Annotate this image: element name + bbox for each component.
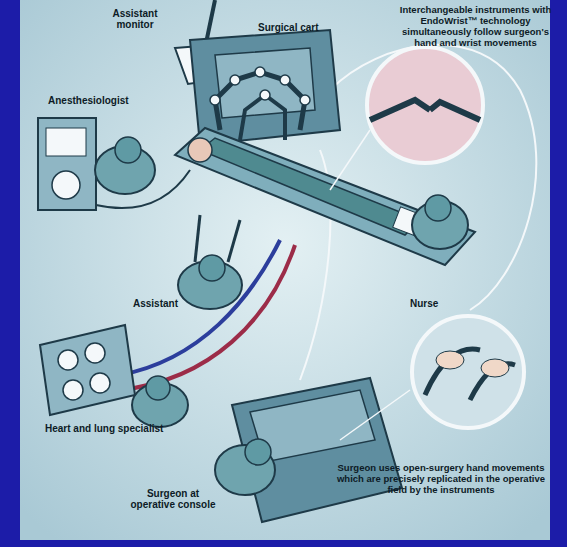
endowrist-instruments [370,100,480,120]
part-label: Assistant monitor [100,8,170,30]
assistant-head [199,255,225,281]
part-label: Assistant [133,298,213,309]
surgeon-head [245,439,271,465]
part-label: Surgeon uses open-surgery hand movements… [328,462,554,495]
operative-console [232,378,402,522]
anesthesia-machine [38,118,96,210]
heart-lung-machine [40,325,135,415]
hand-closeup [412,316,524,428]
specialist-head [146,376,170,400]
patient [200,138,420,235]
pump-heads [58,343,110,400]
arm-joints [210,67,310,105]
part-label: Interchangeable instruments with EndoWri… [398,4,553,48]
hand [481,359,509,377]
part-label: Nurse [410,298,470,309]
anesthesiologist-head [115,137,141,163]
instrument-closeup [367,47,483,163]
assistant-arm [195,215,200,262]
part-label: Surgical cart [258,22,358,33]
part-label: Surgeon at operative console [128,488,218,510]
leader-line [340,390,410,440]
arterial-tube [120,245,295,390]
venous-tube [120,240,280,375]
nurse-head [425,195,451,221]
hand [436,351,464,369]
tubing [96,170,190,208]
cable [330,45,536,310]
machine-dial [52,171,80,199]
machine-screen [46,128,86,156]
hand-controls [425,349,515,400]
backdrop [20,0,550,540]
robot-arm [240,95,285,140]
leader-line [330,130,370,190]
assistant-arm [228,220,240,262]
patient-head [188,138,212,162]
part-label: Heart and lung specialist [45,423,205,434]
surgical-cart [190,30,340,145]
part-label: Anesthesiologist [48,95,158,106]
